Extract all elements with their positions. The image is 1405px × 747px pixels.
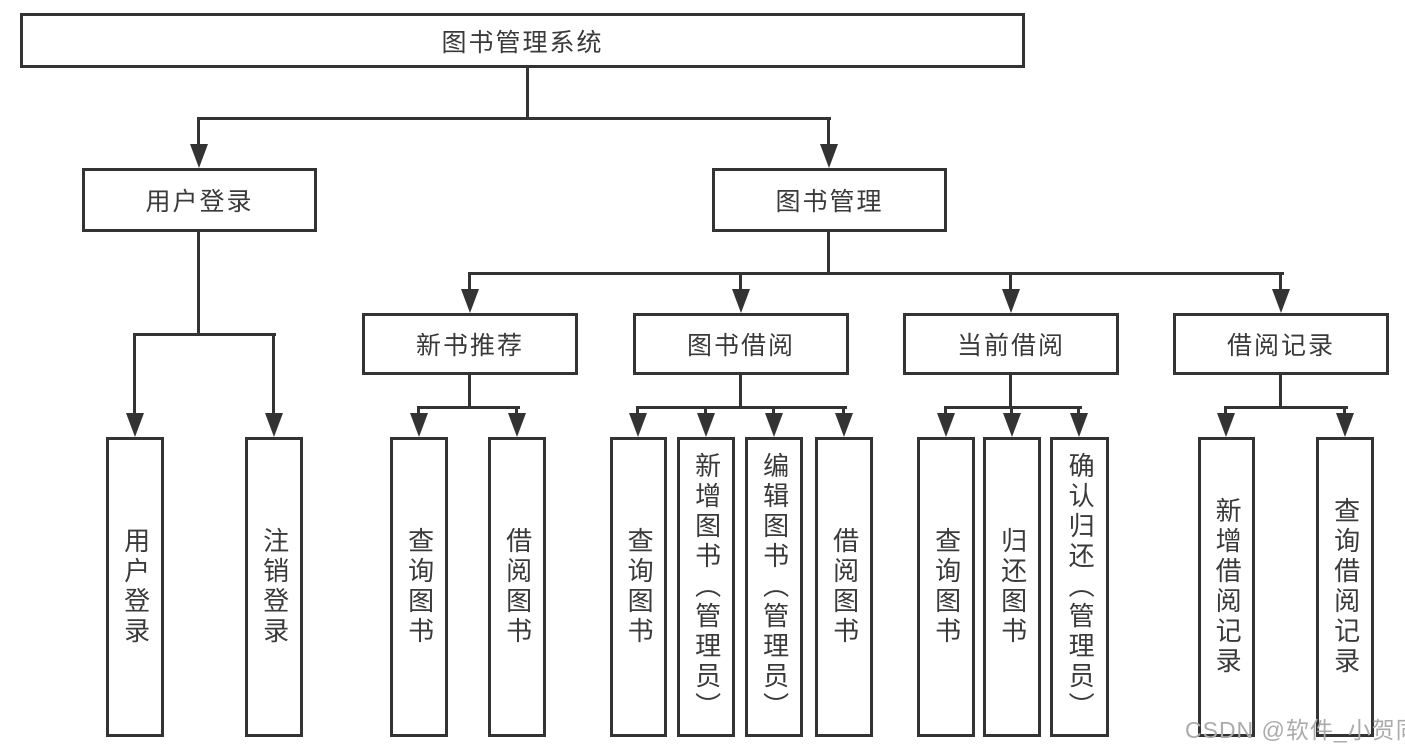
leaf-label: 用户登录 <box>120 527 151 647</box>
leaf-borrow-books: 借阅图书 <box>815 437 873 737</box>
arrowhead-icon <box>410 413 428 437</box>
connector-root-stem <box>526 68 529 120</box>
leaf-label: 查询图书 <box>404 527 435 647</box>
connector-userlogin-stem <box>197 232 200 335</box>
node-label: 图书管理系统 <box>441 28 604 57</box>
leaf-query-books-recommend: 查询图书 <box>390 437 448 737</box>
node-label: 图书借阅 <box>686 332 795 360</box>
leaf-label: 新增借阅记录 <box>1212 497 1243 677</box>
arrowhead-icon <box>629 413 647 437</box>
leaf-label: 确认归还（管理员） <box>1065 452 1096 722</box>
node-label: 图书管理 <box>775 188 884 216</box>
node-current-borrowing: 当前借阅 <box>903 313 1119 375</box>
leaf-label: 借阅图书 <box>829 527 860 647</box>
leaf-add-borrow-record: 新增借阅记录 <box>1198 437 1255 737</box>
arrowhead-icon <box>1003 413 1021 437</box>
node-label: 新书推荐 <box>415 332 524 360</box>
leaf-borrow-books-recommend: 借阅图书 <box>488 437 546 737</box>
node-book-borrowing: 图书借阅 <box>633 313 849 375</box>
leaf-confirm-return-admin: 确认归还（管理员） <box>1050 437 1109 737</box>
node-library-management-system: 图书管理系统 <box>20 13 1025 68</box>
leaf-label: 编辑图书（管理员） <box>759 452 790 722</box>
connector-newbook-hline <box>417 406 520 409</box>
connector-bookmgmt-drop <box>468 274 471 292</box>
arrowhead-icon <box>461 289 479 313</box>
leaf-label: 借阅图书 <box>502 527 533 647</box>
csdn-watermark: CSDN @软件_小贺同学 <box>1185 717 1405 743</box>
connector-userlogin-hline <box>133 333 276 336</box>
arrowhead-icon <box>1217 413 1235 437</box>
arrowhead-icon <box>508 413 526 437</box>
node-borrowing-records: 借阅记录 <box>1173 313 1389 375</box>
arrowhead-icon <box>126 413 144 437</box>
leaf-label: 查询借阅记录 <box>1330 497 1361 677</box>
connector-bookmgmt-drop <box>1279 274 1282 292</box>
connector-bookmgmt-stem <box>827 232 830 275</box>
arrowhead-icon <box>1336 413 1354 437</box>
leaf-label: 查询图书 <box>624 527 655 647</box>
arrowhead-icon <box>765 413 783 437</box>
connector-root-hline <box>197 117 831 120</box>
leaf-query-books-borrow: 查询图书 <box>610 437 667 737</box>
node-book-management: 图书管理 <box>712 168 947 232</box>
leaf-query-books-current: 查询图书 <box>917 437 975 737</box>
connector-bookmgmt-hline <box>468 272 1284 275</box>
connector-userlogin-drop <box>272 335 275 415</box>
leaf-logout: 注销登录 <box>245 437 303 737</box>
arrowhead-icon <box>1002 289 1020 313</box>
leaf-label: 归还图书 <box>997 527 1028 647</box>
arrowhead-icon <box>1070 413 1088 437</box>
arrowhead-icon <box>697 413 715 437</box>
arrowhead-icon <box>937 413 955 437</box>
leaf-label: 注销登录 <box>259 527 290 647</box>
arrowhead-icon <box>820 144 838 168</box>
node-label: 借阅记录 <box>1226 332 1335 360</box>
leaf-edit-books-admin: 编辑图书（管理员） <box>745 437 803 737</box>
connector-root-drop-right <box>827 119 830 147</box>
node-label: 当前借阅 <box>956 332 1065 360</box>
connector-bookmgmt-drop <box>739 274 742 292</box>
leaf-query-borrow-record: 查询借阅记录 <box>1316 437 1374 737</box>
connector-root-drop-left <box>197 119 200 147</box>
connector-records-hline <box>1224 406 1348 409</box>
leaf-add-books-admin: 新增图书（管理员） <box>677 437 735 737</box>
connector-records-stem <box>1279 375 1282 408</box>
connector-newbook-stem <box>468 375 471 408</box>
arrowhead-icon <box>732 289 750 313</box>
leaf-return-books: 归还图书 <box>983 437 1041 737</box>
leaf-user-login: 用户登录 <box>106 437 164 737</box>
connector-borrow-stem <box>739 375 742 408</box>
connector-current-hline <box>944 406 1082 409</box>
arrowhead-icon <box>265 413 283 437</box>
connector-current-stem <box>1009 375 1012 408</box>
node-user-login: 用户登录 <box>82 168 317 232</box>
arrowhead-icon <box>1272 289 1290 313</box>
connector-userlogin-drop <box>133 335 136 415</box>
arrowhead-icon <box>190 144 208 168</box>
leaf-label: 查询图书 <box>931 527 962 647</box>
connector-bookmgmt-drop <box>1009 274 1012 292</box>
leaf-label: 新增图书（管理员） <box>691 452 722 722</box>
arrowhead-icon <box>835 413 853 437</box>
node-label: 用户登录 <box>145 188 254 216</box>
connector-borrow-hline <box>636 406 847 409</box>
node-new-book-recommendation: 新书推荐 <box>362 313 578 375</box>
